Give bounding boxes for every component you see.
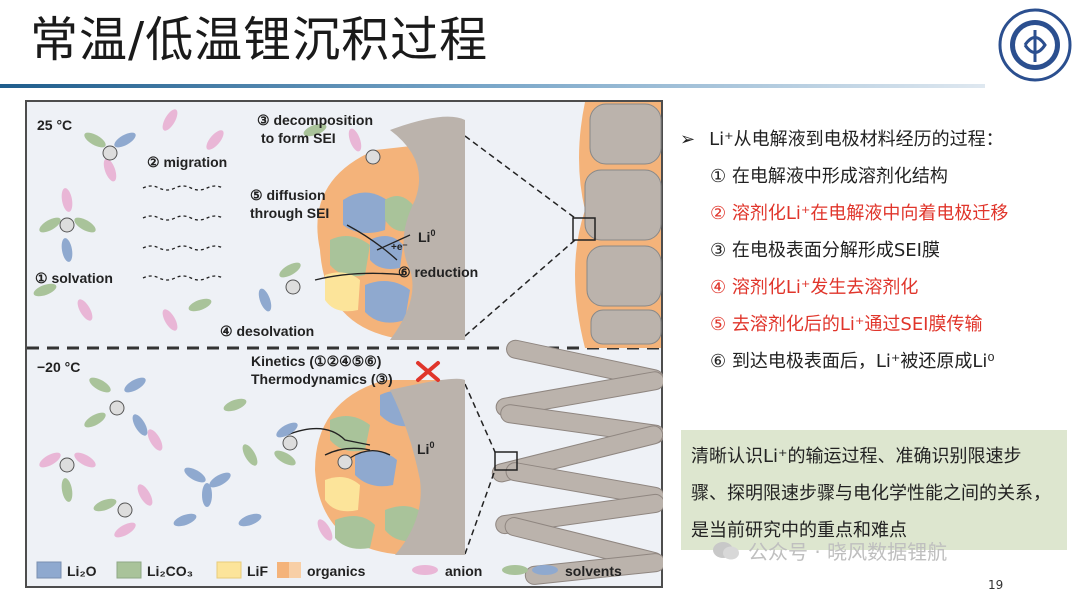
svg-text:Li0: Li0: [418, 228, 435, 245]
step-solvation: ① solvation: [35, 270, 113, 286]
legend-li2o: Li₂O: [67, 563, 97, 579]
temp-label-top: 25 °C: [37, 117, 72, 133]
watermark-text: 公众号 · 晓风数据锂航: [748, 540, 948, 564]
electrolyte-species-bottom: [39, 377, 353, 541]
li-deposition-diagram: 25 °C ① solvation ② migration ③ decompos…: [25, 100, 663, 588]
legend-li2co3: Li₂CO₃: [147, 563, 193, 579]
electrolyte-species-top: [33, 109, 381, 331]
legend-organics: organics: [307, 563, 366, 579]
step-decomposition: ③ decomposition: [257, 112, 373, 128]
summary-text: 清晰认识Li⁺的输运过程、准确识别限速步骤、探明限速步骤与电化学性能之间的关系，…: [691, 446, 1051, 541]
step-diffusion: ⑤ diffusion: [250, 187, 326, 203]
step-desolvation: ④ desolvation: [220, 323, 314, 339]
red-cross-icon: [416, 361, 440, 382]
sei-top: [317, 116, 465, 341]
process-steps-list: ➢ Li⁺从电解液到电极材料经历的过程： ① 在电解液中形成溶剂化结构 ② 溶剂…: [680, 128, 1075, 387]
li-metal-label-bottom: Li: [417, 441, 429, 457]
arrow-bullet-icon: ➢: [680, 129, 696, 150]
step-reduction: ⑥ reduction: [398, 264, 478, 280]
list-item: ① 在电解液中形成溶剂化结构: [710, 166, 948, 187]
step-diffusion-sub: through SEI: [250, 205, 329, 221]
list-item: ④ 溶剂化Li⁺发生去溶剂化: [710, 277, 919, 298]
electrode-top: [575, 102, 662, 348]
legend-lif: LiF: [247, 563, 268, 579]
electron-label: +e⁻: [391, 242, 408, 253]
legend-solvents: solvents: [565, 563, 622, 579]
dendrites-bottom: [491, 339, 663, 585]
list-item: ⑥ 到达电极表面后，Li⁺被还原成Li⁰: [710, 351, 995, 372]
li-metal-sup-bottom: 0: [429, 440, 434, 450]
temp-label-bottom: −20 °C: [37, 359, 80, 375]
page-number: 19: [988, 578, 1004, 592]
list-item: ② 溶剂化Li⁺在电解液中向着电极迁移: [710, 203, 1009, 224]
step-migration: ② migration: [147, 154, 227, 170]
legend: [36, 561, 558, 579]
thermodynamics-label: Thermodynamics (③): [251, 371, 393, 387]
flow-arrows-top: [142, 185, 411, 281]
watermark: 公众号 · 晓风数据锂航: [712, 536, 947, 565]
list-heading: ➢ Li⁺从电解液到电极材料经历的过程：: [680, 128, 1075, 152]
solvated-ion-cluster: [39, 132, 136, 262]
institute-logo: [998, 8, 1072, 82]
li-metal-sup-top: 0: [430, 228, 435, 238]
flow-arrows-bottom: [286, 427, 391, 459]
svg-text:Li0: Li0: [417, 440, 434, 457]
wechat-icon: [713, 541, 739, 559]
step-decomposition-sub: to form SEI: [261, 130, 336, 146]
summary-box: 清晰认识Li⁺的输运过程、准确识别限速步骤、探明限速步骤与电化学性能之间的关系，…: [681, 430, 1067, 550]
sei-bottom: [315, 378, 465, 555]
li-metal-label-top: Li: [418, 229, 430, 245]
zoom-box-bottom: [494, 451, 518, 471]
zoom-box-top: [572, 217, 596, 241]
kinetics-label: Kinetics (①②④⑤⑥): [251, 353, 381, 369]
list-item: ⑤ 去溶剂化后的Li⁺通过SEI膜传输: [710, 314, 983, 335]
slide-title: 常温/低温锂沉积过程: [30, 12, 489, 68]
list-item: ③ 在电极表面分解形成SEI膜: [710, 240, 940, 261]
title-underline: [0, 84, 985, 88]
list-heading-text: Li⁺从电解液到电极材料经历的过程：: [709, 129, 1004, 150]
legend-anion: anion: [445, 563, 482, 579]
